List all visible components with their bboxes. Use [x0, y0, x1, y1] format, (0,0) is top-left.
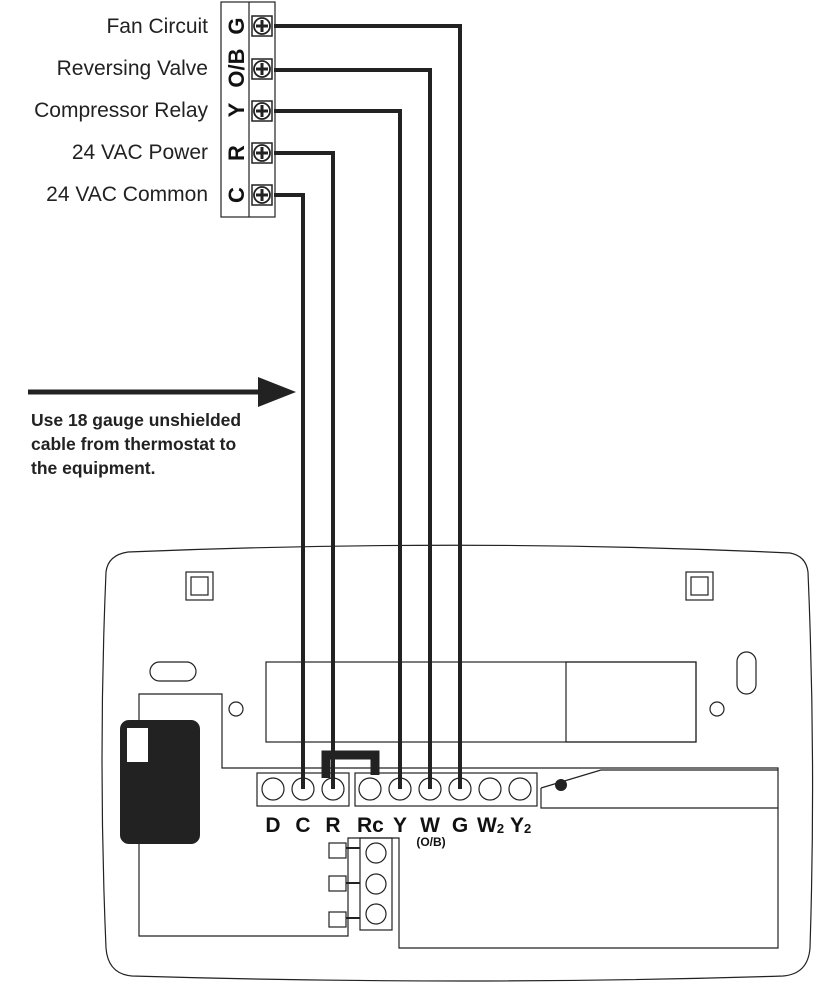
cable-note-line-1: Use 18 gauge unshielded	[31, 410, 241, 430]
mounting-slot-horizontal	[149, 661, 197, 682]
board-indicator-dot	[555, 779, 567, 791]
equipment-code-y-text: Y	[224, 102, 249, 117]
mounting-tab-left	[185, 571, 214, 601]
lower-connector-pin-2	[365, 873, 387, 895]
terminal-label-y: Y	[393, 814, 407, 837]
wire-g	[274, 24, 462, 789]
wire-opening	[265, 661, 697, 743]
lower-connector	[359, 837, 393, 931]
terminal-label-c: C	[295, 814, 310, 837]
mounting-hole-right	[709, 701, 725, 717]
label-compressor-relay: Compressor Relay	[34, 99, 208, 122]
terminal-label-w-ob: (O/B)	[416, 835, 445, 849]
equipment-terminal-block	[220, 1, 276, 218]
lower-connector-pin-3	[365, 903, 387, 925]
thermostat-backplate: D C R Rc Y W (O/B) G W2 Y2	[101, 544, 814, 982]
equipment-code-r-text: R	[224, 145, 249, 161]
cable-arrow	[28, 377, 296, 407]
terminal-label-y2-sub: 2	[524, 821, 531, 836]
wire-opening-inset	[565, 661, 697, 743]
terminal-w2	[478, 777, 502, 801]
cable-note-line-2: cable from thermostat to	[31, 434, 236, 454]
equipment-code-ob-text: O/B	[224, 48, 249, 87]
equipment-code-g-text: G	[224, 17, 249, 34]
wire-y	[274, 109, 402, 789]
wire-ob	[274, 68, 432, 789]
terminal-label-g: G	[452, 814, 468, 837]
backplate-outline	[101, 544, 814, 982]
rc-r-jumper	[321, 750, 380, 778]
mounting-tab-right	[685, 571, 714, 601]
terminal-y2	[508, 777, 532, 801]
terminal-label-d: D	[265, 814, 280, 837]
lower-connector-pin-1	[365, 842, 387, 864]
terminal-label-w2-sub: 2	[497, 821, 504, 836]
board-edge-slant	[540, 769, 778, 789]
terminal-label-r: R	[325, 814, 340, 837]
equipment-screw-ob	[251, 58, 273, 80]
terminal-label-w2-main: W	[477, 814, 497, 837]
wire-r	[274, 151, 335, 789]
terminal-label-rc-main: R	[357, 814, 372, 837]
terminal-label-rc-sub: c	[372, 814, 384, 837]
equipment-code-ob: O/B	[224, 48, 249, 87]
mounting-slot-vertical	[736, 651, 757, 695]
terminal-label-w: W	[420, 814, 440, 837]
mounting-hole-left	[228, 701, 244, 717]
label-24vac-power: 24 VAC Power	[72, 141, 208, 164]
equipment-screw-r	[251, 142, 273, 164]
terminal-label-rc: Rc	[357, 814, 384, 837]
terminal-label-y2: Y2	[510, 814, 531, 837]
terminal-label-w2: W2	[477, 814, 504, 837]
label-fan-circuit: Fan Circuit	[106, 15, 208, 38]
cable-note-line-3: the equipment.	[31, 458, 155, 478]
arrow-head	[258, 377, 296, 407]
equipment-code-c-text: C	[224, 187, 249, 203]
wire-c	[274, 193, 305, 789]
lower-connector-tabs	[328, 842, 360, 928]
terminal-strip-right	[354, 772, 538, 807]
label-reversing-valve: Reversing Valve	[57, 57, 208, 80]
equipment-code-c: C	[224, 187, 249, 203]
terminal-d	[261, 777, 285, 801]
equipment-code-y: Y	[224, 102, 249, 117]
equipment-screw-y	[251, 100, 273, 122]
terminal-label-y2-main: Y	[510, 814, 524, 837]
label-24vac-common: 24 VAC Common	[46, 183, 208, 206]
terminal-rc	[358, 777, 382, 801]
equipment-screw-g	[251, 15, 273, 37]
battery-label-area	[127, 728, 148, 762]
board-edge-lower	[540, 788, 778, 809]
equipment-code-r: R	[224, 145, 249, 161]
circuit-board-outline	[138, 693, 779, 949]
equipment-code-g: G	[224, 17, 249, 34]
equipment-screw-c	[251, 184, 273, 206]
